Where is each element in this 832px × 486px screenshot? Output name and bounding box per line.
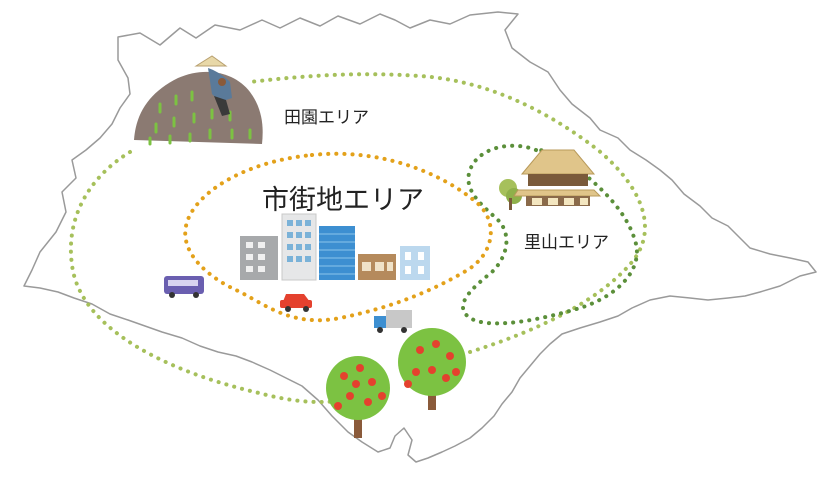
farmer-in-field-icon [134,55,263,146]
satoyama-zone-label: 里山エリア [524,233,609,253]
truck-icon [374,310,412,333]
city-boundary [23,11,817,463]
apple-tree-icon [326,328,466,438]
city-buildings-icon [240,213,430,281]
bus-icon [164,276,204,298]
satoyama-zone-boundary [461,143,639,326]
traditional-house-icon [499,149,602,210]
rural-zone-label: 田園エリア [284,108,369,128]
urban-zone-label: 市街地エリア [262,185,424,216]
urban-zone-boundary [183,151,493,323]
car-icon [280,294,312,312]
rural-zone-boundary [68,72,647,404]
